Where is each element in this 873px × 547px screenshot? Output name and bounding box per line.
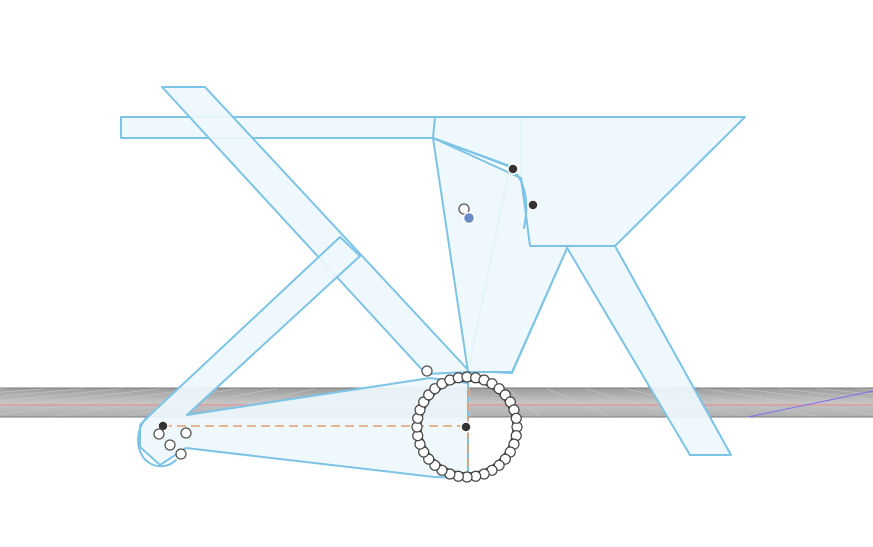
sketch-point-open[interactable] [153, 428, 165, 440]
ground-grid-line [811, 387, 873, 395]
sketch-point[interactable] [527, 199, 539, 211]
ground-grid-line [697, 387, 873, 415]
ground-grid-line [0, 387, 205, 415]
ground-grid-line [735, 387, 873, 407]
ground-grid-line [0, 387, 91, 397]
frame-curve [432, 137, 528, 229]
z-axis-line [747, 390, 873, 418]
ground-grid-line [545, 387, 611, 418]
chainring-sprocket[interactable] [411, 371, 523, 483]
sketch-point-open[interactable] [180, 427, 192, 439]
sketch-point-selected[interactable] [462, 211, 476, 225]
down-tube[interactable] [432, 137, 569, 373]
bottom-bracket-center-point[interactable] [460, 421, 472, 433]
sketch-point-open[interactable] [175, 448, 187, 460]
ground-grid-line [773, 387, 873, 400]
ground-grid-line [0, 387, 129, 402]
sketch-point-open[interactable] [458, 203, 470, 215]
ground-grid-line [507, 387, 541, 418]
sketch-point-open[interactable] [421, 365, 433, 377]
sketch-point-open[interactable] [164, 439, 176, 451]
sketch-point[interactable] [507, 163, 519, 175]
ground-grid-line [0, 387, 167, 408]
head-tube[interactable] [565, 245, 732, 456]
sprocket-tooth [510, 412, 522, 424]
rear-dropout-outline [137, 414, 177, 468]
